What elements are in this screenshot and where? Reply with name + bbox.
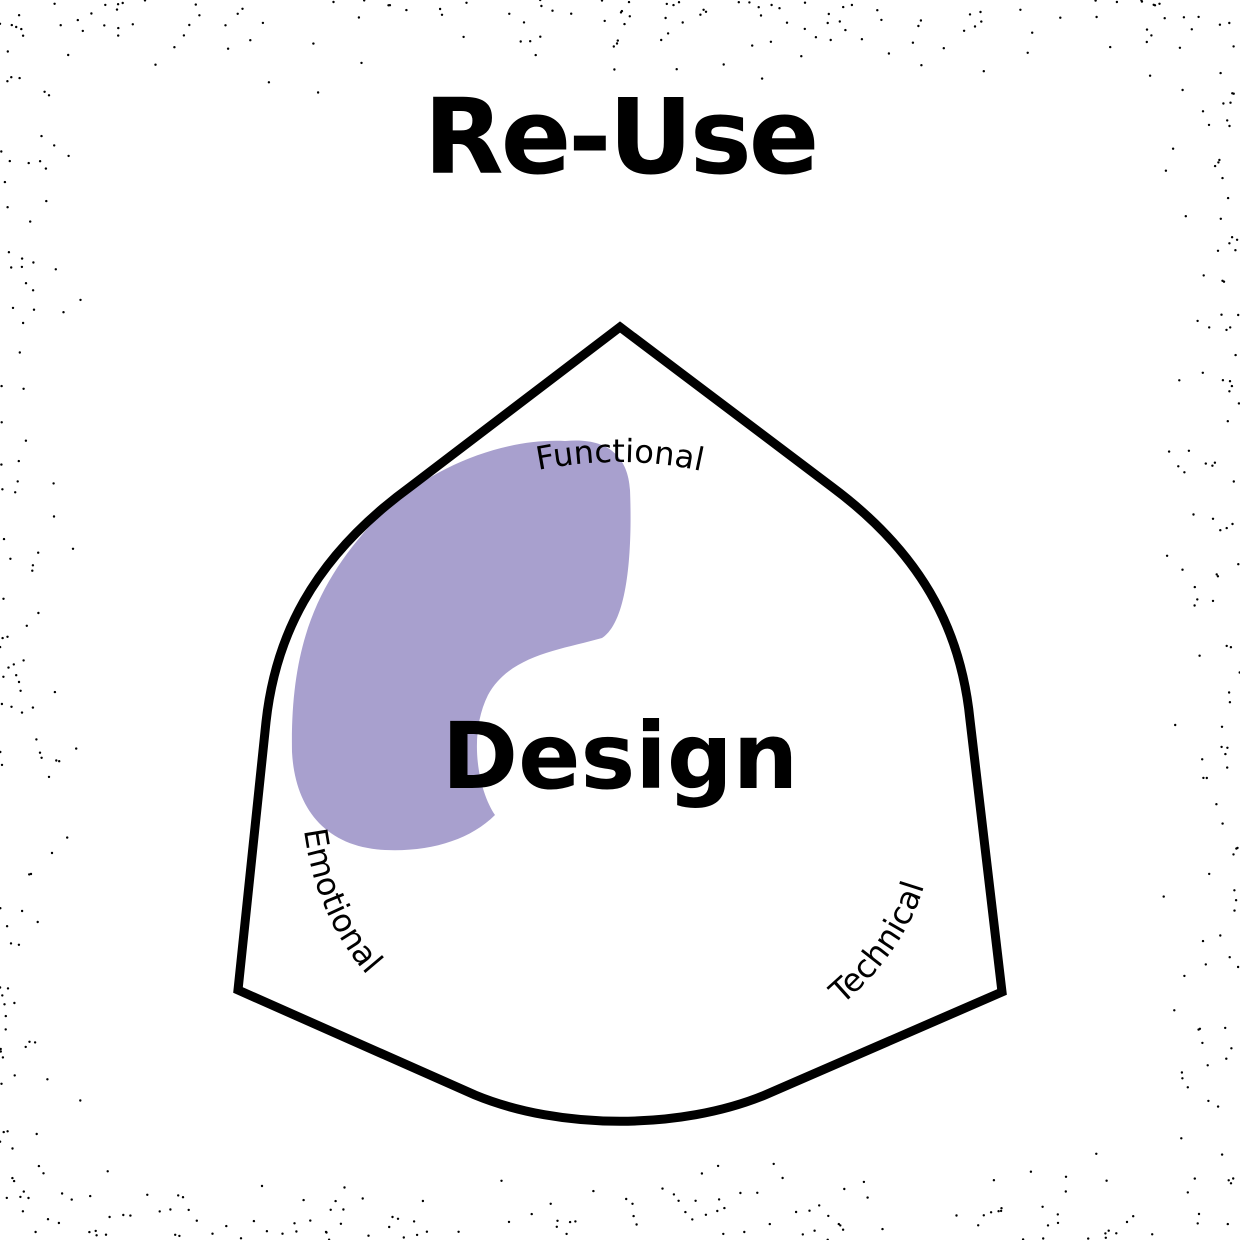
diagram-outline [233, 321, 1007, 1126]
technical-label: Technical [821, 876, 932, 1011]
functional-emotional-highlight-blob [291, 440, 631, 851]
design-center-label: Design [442, 703, 798, 810]
page-title: Re-Use [423, 76, 820, 198]
